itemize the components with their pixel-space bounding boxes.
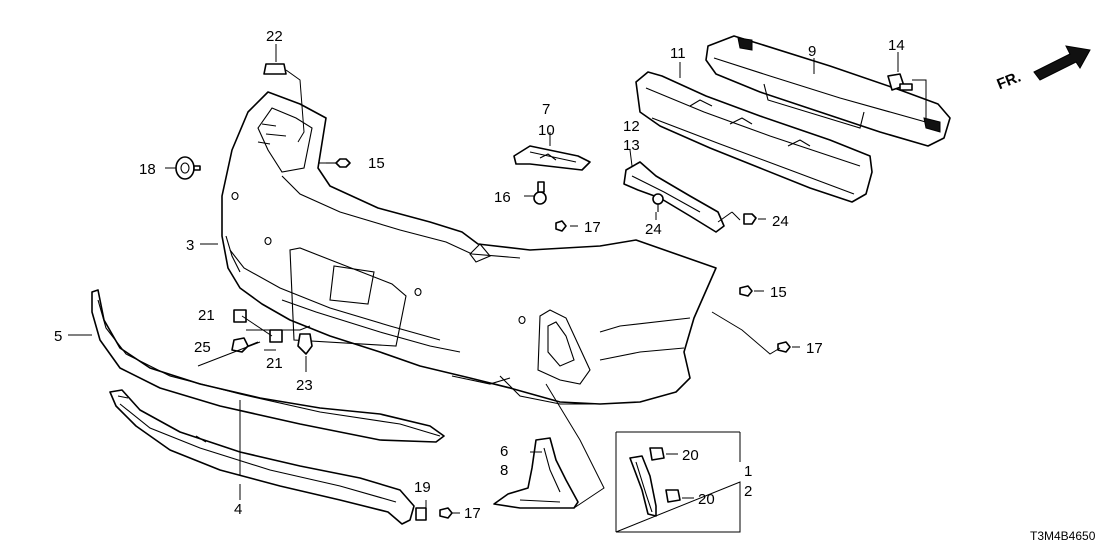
callout-17: 17 [464, 505, 481, 522]
side-bracket [623, 161, 725, 233]
callout-11: 11 [670, 45, 686, 62]
callout-25: 25 [194, 339, 211, 356]
callout-20: 20 [682, 447, 699, 464]
upper-bracket [513, 145, 591, 171]
fastener-17c-screw [439, 507, 453, 519]
callout-9: 9 [808, 43, 816, 60]
fastener-24a-screw [652, 193, 664, 212]
callout-21: 21 [266, 355, 283, 372]
callout-12: 12 [623, 118, 640, 135]
bumper-beam [705, 35, 951, 147]
fastener-20b-nut [665, 489, 681, 503]
callout-15: 15 [368, 155, 385, 172]
fastener-15b-screw [739, 285, 753, 297]
callout-20: 20 [698, 491, 715, 508]
direction-label: FR. [995, 68, 1024, 93]
bumper-absorber [635, 71, 873, 203]
fastener-25-bolt [231, 337, 259, 353]
callout-19: 19 [414, 479, 431, 496]
callout-2: 2 [744, 483, 752, 500]
callout-7: 7 [542, 101, 550, 118]
callout-17: 17 [806, 340, 823, 357]
diagram-code: T3M4B4650 [1030, 529, 1096, 543]
callout-16: 16 [494, 189, 511, 206]
fastener-17b-screw [777, 341, 791, 353]
callout-18: 18 [139, 161, 156, 178]
callout-labels: 22 18 15 3 5 21 25 21 23 4 19 17 6 8 7 1… [54, 28, 905, 522]
callout-21: 21 [198, 307, 215, 324]
side-spacer [493, 437, 579, 509]
skirt-molding [91, 289, 445, 443]
callout-6: 6 [500, 443, 508, 460]
callout-22: 22 [266, 28, 283, 45]
fastener-17a-screw [555, 220, 567, 232]
fastener-14-bolt [887, 73, 913, 91]
fastener-16-screw [533, 181, 547, 205]
fastener-19-clip [415, 507, 427, 521]
callout-17: 17 [584, 219, 601, 236]
callout-24: 24 [772, 213, 789, 230]
fastener-20a-nut [649, 447, 665, 461]
callout-15: 15 [770, 284, 787, 301]
reflector [629, 455, 657, 517]
callout-5: 5 [54, 328, 62, 345]
callout-24: 24 [645, 221, 662, 238]
fastener-15a-screw [326, 158, 351, 168]
fastener-23-clip [297, 333, 313, 355]
callout-3: 3 [186, 237, 194, 254]
lower-garnish [109, 389, 415, 525]
callout-13: 13 [623, 137, 640, 154]
callout-8: 8 [500, 462, 508, 479]
callout-10: 10 [538, 122, 555, 139]
front-direction-indicator: FR. [995, 45, 1091, 93]
callout-14: 14 [888, 37, 905, 54]
fastener-22-clip [263, 63, 287, 75]
rear-bumper-face [221, 91, 717, 405]
fastener-18-grommet [175, 156, 201, 180]
callout-1: 1 [744, 463, 752, 480]
callout-4: 4 [234, 501, 242, 518]
fastener-24b-screw [743, 213, 757, 225]
fastener-21a-clip [233, 309, 247, 323]
leader-lines [68, 44, 927, 533]
callout-23: 23 [296, 377, 313, 394]
